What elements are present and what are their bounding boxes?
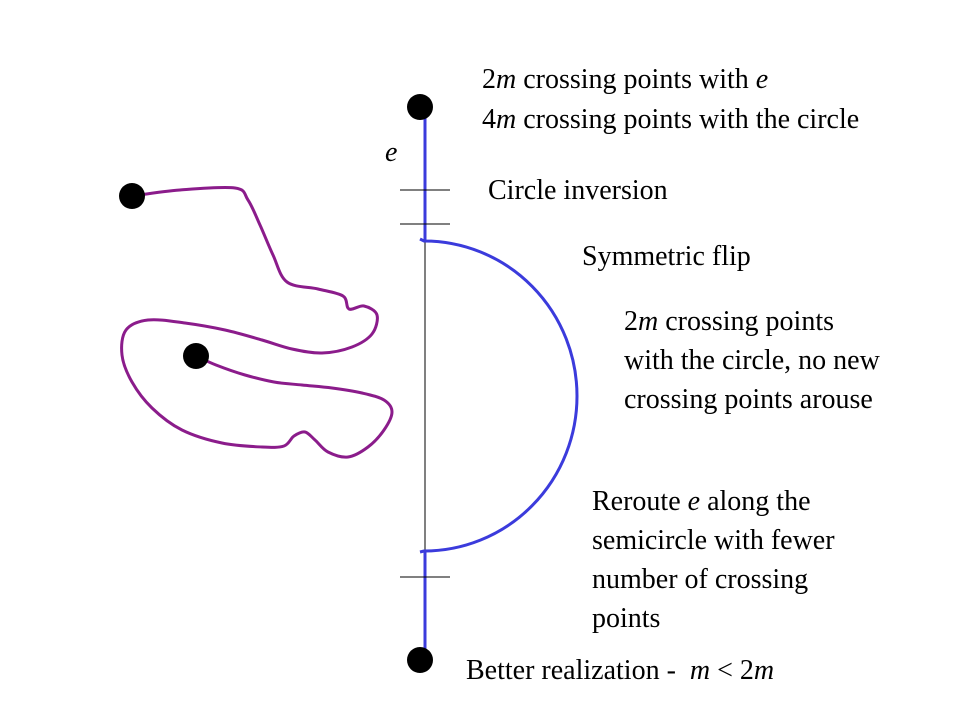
crossings-with-e-line: 2m crossing points with e (482, 60, 859, 100)
segment: Reroute (592, 486, 688, 517)
circle-crossing-note: 2m crossing points with the circle, no n… (624, 302, 880, 419)
reroute-note-line-4: points (592, 603, 661, 634)
segment: crossing points (658, 306, 835, 337)
reroute-note-line-2: semicircle with fewer (592, 525, 835, 556)
reroute-note-line-3: number of crossing (592, 564, 809, 595)
symmetric-flip-label: Symmetric flip (582, 241, 751, 272)
crossing-curve (120, 185, 394, 459)
segment: crossing points with (516, 64, 756, 95)
vertex-dot-bottom (407, 647, 433, 673)
segment: Better realization - (466, 655, 690, 686)
segment: crossing points with the circle (516, 104, 860, 135)
segment: 2 (624, 306, 638, 337)
reroute-note: Reroute e along the semicircle with fewe… (592, 482, 835, 638)
circle-note-line-1: 2m crossing points (624, 302, 880, 341)
circle-note-line-2: with the circle, no new (624, 345, 880, 376)
curve-endpoint-dot-upper (119, 183, 145, 209)
segment-italic: m (638, 306, 659, 337)
segment-italic: m (689, 655, 711, 686)
segment: 2 (482, 64, 496, 95)
circle-inversion-label: Circle inversion (488, 175, 668, 206)
crossings-with-circle-line: 4m crossing points with the circle (482, 100, 859, 140)
segment-italic: m (753, 655, 775, 686)
edge-label: e (385, 137, 398, 168)
top-crossing-note: 2m crossing points with e 4m crossing po… (482, 60, 859, 140)
vertex-dot-top (407, 94, 433, 120)
segment-italic: e (687, 486, 701, 517)
conclusion-line: Better realization - m < 2m (466, 651, 774, 690)
curve-endpoint-dot-lower (183, 343, 209, 369)
segment: 4 (482, 104, 496, 135)
rerouting-semicircle (419, 237, 579, 554)
reroute-note-line-1: Reroute e along the (592, 482, 835, 521)
segment-italic: m (496, 64, 517, 95)
circle-note-line-3: crossing points arouse (624, 384, 873, 415)
segment-italic: e (755, 64, 769, 95)
segment: along the (700, 486, 811, 517)
segment-italic: m (496, 104, 517, 135)
segment: < 2 (710, 655, 754, 686)
